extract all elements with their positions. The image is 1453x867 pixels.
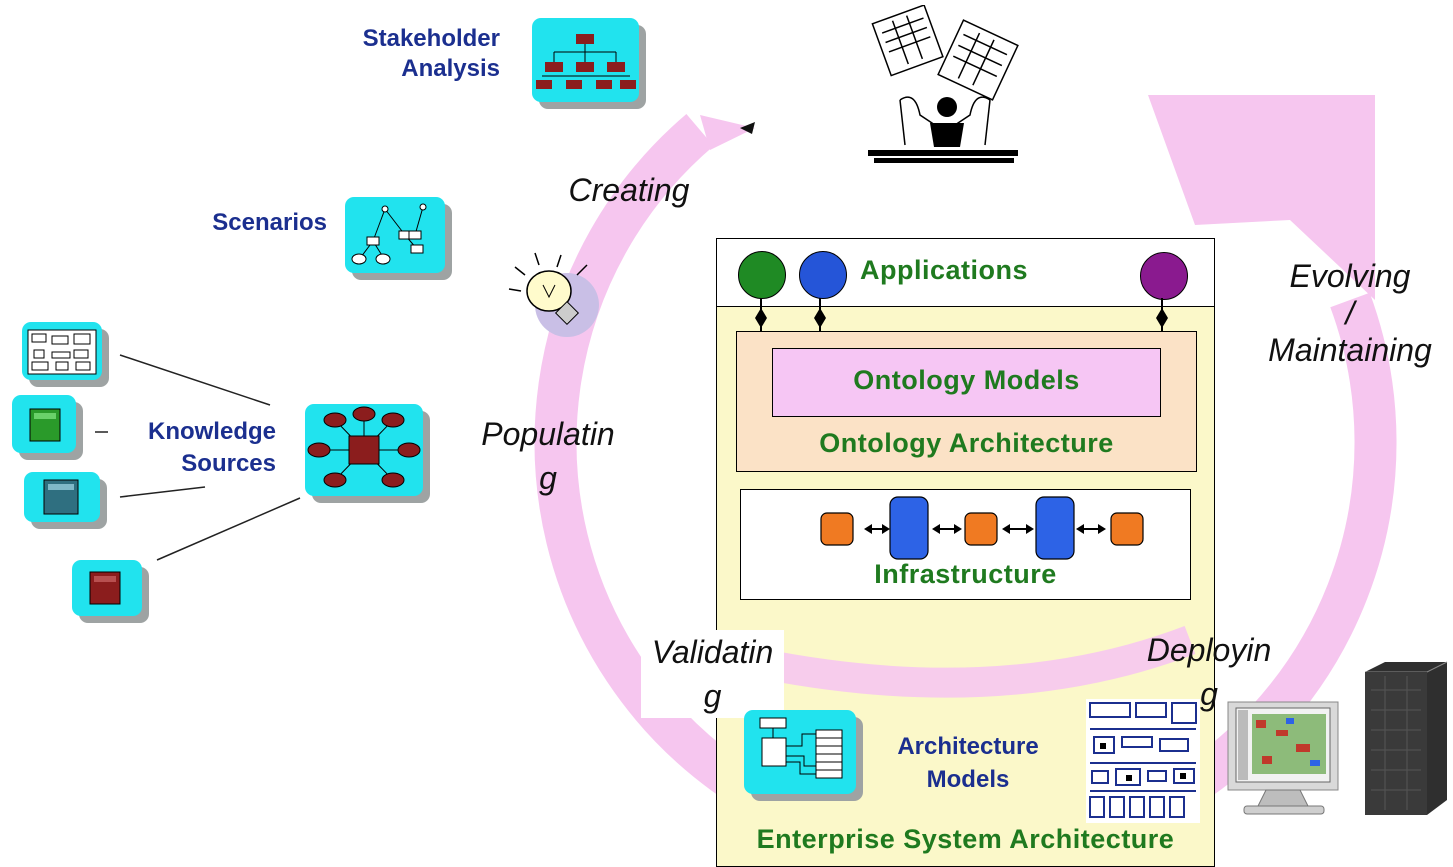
monitor-icon — [1227, 701, 1339, 815]
org-chart-icon — [532, 18, 639, 102]
infrastructure-node-icon — [1110, 512, 1144, 546]
scenarios-label: Scenarios — [212, 209, 327, 236]
deploying-phase-label: Deployin g — [1146, 632, 1272, 712]
ontology-architecture-label: Ontology Architecture — [819, 428, 1114, 458]
application-circle-icon — [738, 251, 786, 299]
connector-line — [119, 486, 206, 498]
arrow-tip-icon — [740, 122, 755, 134]
infrastructure-components — [820, 496, 1144, 560]
person-juggling-documents-icon — [868, 5, 1019, 163]
ontology-models-label: Ontology Models — [853, 365, 1080, 395]
server-tower-icon — [1365, 661, 1448, 815]
infrastructure-server-icon — [889, 496, 929, 560]
creating-phase-label: Creating — [568, 172, 690, 208]
knowledge-sources-label: Knowledge Sources — [147, 418, 276, 477]
application-circle-icon — [1140, 252, 1188, 300]
application-circle-icon — [799, 251, 847, 299]
architecture-diagram-thumbnail — [1086, 699, 1200, 823]
architecture-model-icon — [744, 710, 856, 794]
stakeholder-analysis-label: Stakeholder Analysis — [362, 25, 500, 82]
applications-label: Applications — [860, 255, 1029, 285]
cycle-arrowhead-right — [1148, 95, 1375, 300]
scenario-tree-icon — [345, 197, 445, 273]
evolving-maintaining-phase-label: Evolving / Maintaining — [1268, 258, 1432, 368]
application-connectors — [755, 298, 1168, 332]
red-book-icon — [72, 560, 142, 616]
connector-line — [156, 497, 301, 561]
enterprise-system-architecture-label: Enterprise System Architecture — [756, 824, 1175, 854]
infrastructure-node-icon — [820, 512, 854, 546]
populating-phase-label: Populatin g — [481, 416, 615, 496]
green-book-icon — [12, 395, 76, 453]
teal-book-icon — [24, 472, 100, 522]
knowledge-hub-icon — [305, 404, 423, 496]
cycle-arrowhead-top — [700, 115, 755, 150]
ontology-models-box — [772, 348, 1161, 417]
infrastructure-label: Infrastructure — [874, 559, 1057, 589]
architecture-models-label: Architecture Models — [897, 733, 1039, 793]
document-diagram-icon — [22, 322, 102, 380]
infrastructure-node-icon — [964, 512, 998, 546]
connector-line — [119, 354, 271, 406]
validating-phase-label: Validatin g — [641, 630, 784, 718]
infrastructure-server-icon — [1035, 496, 1075, 560]
lightbulb-icon — [508, 252, 599, 337]
